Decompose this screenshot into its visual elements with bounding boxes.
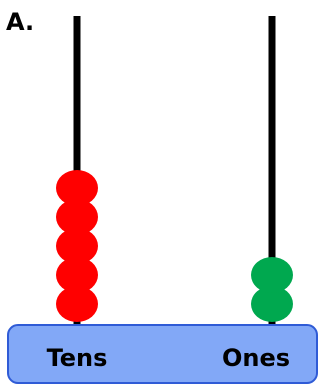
bead-tens-4 [56,199,98,235]
beads-ones [251,257,293,322]
bead-tens-3 [56,228,98,264]
beads-tens [56,170,98,322]
bead-ones-1 [251,286,293,322]
rod-label-ones: Ones [222,344,290,372]
bead-tens-1 [56,286,98,322]
question-label: A. [6,8,34,36]
abacus-base [7,324,318,384]
bead-tens-2 [56,257,98,293]
rod-label-tens: Tens [47,344,108,372]
bead-ones-2 [251,257,293,293]
rod-ones [268,16,276,328]
bead-tens-5 [56,170,98,206]
